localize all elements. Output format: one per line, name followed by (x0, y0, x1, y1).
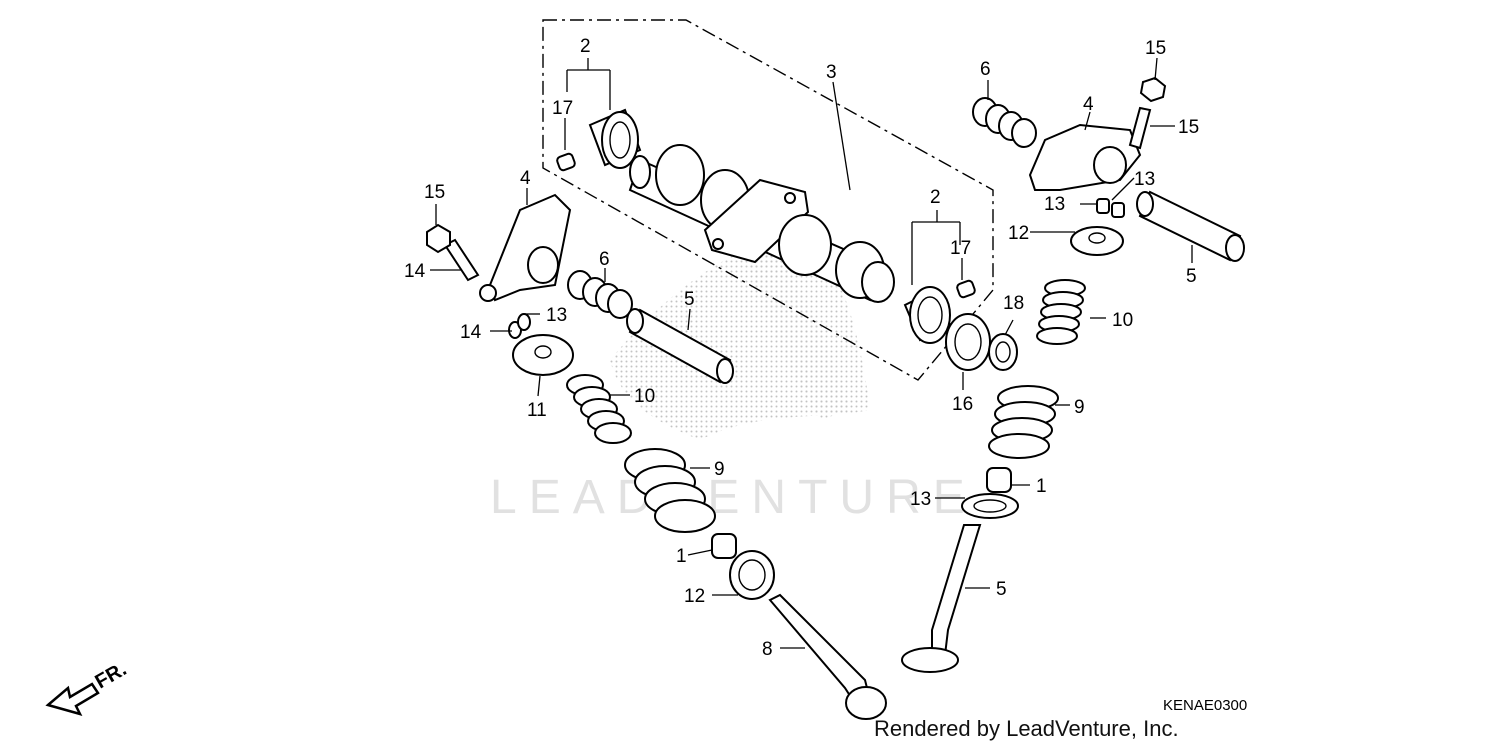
adjuster-screw-left (426, 223, 480, 282)
callouts: 2 17 3 2 17 6 4 15 15 13 13 12 5 10 18 9… (404, 36, 1199, 660)
callout-17-right: 17 (950, 238, 971, 259)
rocker-arm-left (479, 193, 572, 302)
callout-9-left: 9 (714, 459, 725, 480)
rocker-shaft-left (626, 308, 734, 384)
callout-13-left-b: 13 (546, 305, 567, 326)
collets-right (1096, 198, 1125, 218)
camshaft-group-outline (542, 19, 994, 381)
spring-retainer-left (512, 334, 574, 376)
callout-13-right-b: 13 (1044, 194, 1065, 215)
callout-12-right: 13 (910, 489, 931, 510)
diagram-code: KENAE0300 (1163, 697, 1248, 714)
dowel-pin-left (556, 152, 576, 172)
callout-14-left: 14 (404, 261, 426, 282)
spring-retainer-right (1070, 226, 1124, 256)
dowel-pin-right (956, 279, 976, 299)
adjuster-screw-right (1128, 76, 1167, 150)
callout-18: 18 (1003, 293, 1024, 314)
gasket (945, 313, 991, 371)
watermark-text: LEADVENTURE (490, 471, 977, 524)
callout-6-left: 6 (599, 249, 610, 270)
callout-12-left: 12 (684, 586, 705, 607)
spring-seat-right (961, 493, 1019, 519)
outer-valve-spring-left (624, 448, 716, 533)
callout-7: 5 (996, 579, 1007, 600)
collets-left (508, 313, 531, 339)
callout-4-left: 4 (520, 168, 531, 189)
front-direction-arrow: FR. (45, 658, 131, 716)
callout-9-right: 9 (1074, 397, 1085, 418)
intake-valve (768, 593, 887, 720)
callout-10-left: 10 (634, 386, 655, 407)
outer-valve-spring-right (988, 385, 1059, 459)
callout-4-right: 4 (1083, 94, 1094, 115)
callout-3: 3 (826, 62, 837, 83)
exhaust-valve (901, 524, 982, 673)
direction-label: FR. (92, 658, 131, 693)
callout-2-left: 2 (580, 36, 591, 57)
callout-5-right: 5 (1186, 266, 1197, 287)
clip-ring (988, 333, 1018, 371)
leader-lines (430, 57, 1193, 649)
stem-seal-right (986, 467, 1012, 493)
inner-valve-spring-right (1036, 279, 1086, 345)
callout-8: 8 (762, 639, 773, 660)
bearing-right (903, 286, 952, 344)
rocker-arm-right (1028, 123, 1142, 191)
callout-1-left: 1 (676, 546, 687, 567)
callout-11-right: 12 (1008, 223, 1029, 244)
callout-15-right: 15 (1145, 38, 1166, 59)
inner-valve-spring-left (566, 374, 632, 444)
callout-6-right: 6 (980, 59, 991, 80)
camshaft (628, 144, 895, 303)
callout-1-right: 1 (1036, 476, 1047, 497)
rocker-spring-left (567, 270, 633, 319)
callout-14-right: 15 (1178, 117, 1199, 138)
stem-seal-left (711, 533, 737, 559)
credit-text: Rendered by LeadVenture, Inc. (874, 716, 1179, 741)
watermark: LEADVENTURE (490, 230, 977, 524)
callout-15-left: 15 (424, 182, 445, 203)
callout-5-left: 5 (684, 289, 695, 310)
bearing-left (588, 108, 642, 169)
callout-2-right: 2 (930, 187, 941, 208)
callout-10-right: 10 (1112, 310, 1133, 331)
rocker-shaft-right (1136, 190, 1245, 262)
spring-seat-left (729, 550, 775, 600)
rocker-spring-right (972, 97, 1037, 148)
callout-17-left: 17 (552, 98, 573, 119)
callout-11-left: 11 (527, 400, 547, 421)
callout-16: 16 (952, 394, 973, 415)
callout-13-right-a: 13 (1134, 169, 1155, 190)
callout-13-left-a: 14 (460, 322, 482, 343)
